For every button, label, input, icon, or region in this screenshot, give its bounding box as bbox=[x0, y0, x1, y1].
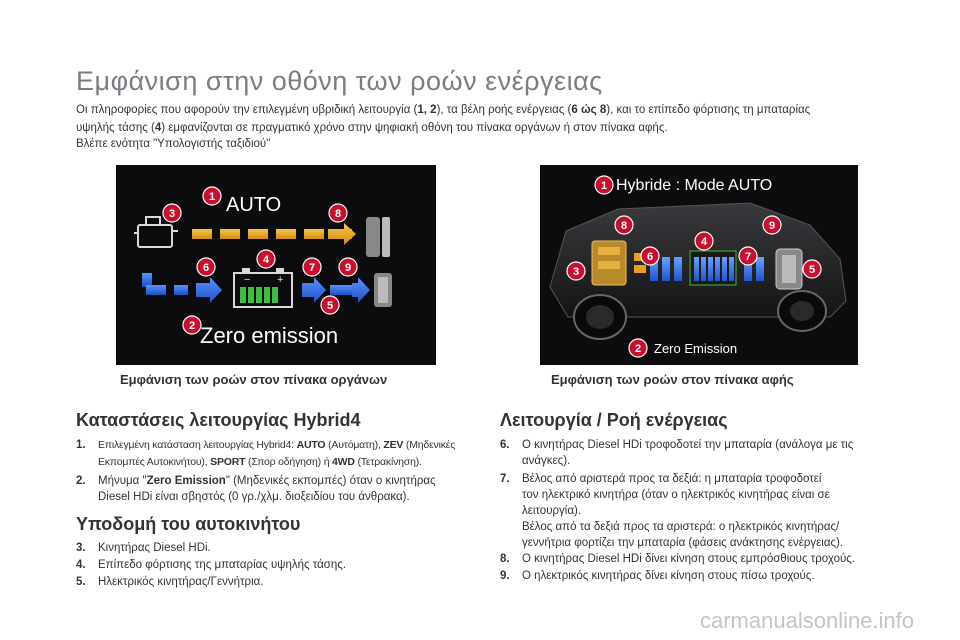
marker-1: 1 bbox=[202, 186, 222, 206]
svg-text:3: 3 bbox=[169, 208, 175, 220]
list-item: 3.Κινητήρας Diesel HDi. bbox=[76, 542, 211, 554]
marker-5: 5 bbox=[802, 259, 822, 279]
intro-line-3: Βλέπε ενότητα "Υπολογιστής ταξιδιού" bbox=[76, 138, 271, 150]
svg-text:+: + bbox=[277, 274, 283, 286]
list-item: 4.Επίπεδο φόρτισης της μπαταρίας υψηλής … bbox=[76, 559, 347, 571]
svg-text:5: 5 bbox=[327, 300, 333, 312]
marker-1: 1 bbox=[594, 175, 614, 195]
mode-label: AUTO bbox=[226, 194, 281, 216]
svg-text:6: 6 bbox=[203, 262, 209, 274]
svg-text:4: 4 bbox=[263, 254, 270, 266]
marker-2: 2 bbox=[182, 315, 202, 335]
svg-text:−: − bbox=[244, 274, 250, 286]
svg-text:9: 9 bbox=[345, 262, 351, 274]
touch-screen-caption: Εμφάνιση των ροών στον πίνακα αφής bbox=[551, 372, 794, 387]
electric-motor-icon bbox=[374, 273, 392, 307]
flow-arrow-6 bbox=[650, 257, 682, 281]
wheel-icon bbox=[366, 217, 390, 257]
marker-4: 4 bbox=[694, 231, 714, 251]
marker-6: 6 bbox=[196, 257, 216, 277]
battery-icon: − + bbox=[233, 268, 293, 308]
svg-text:7: 7 bbox=[309, 262, 315, 274]
flow-arrow-8 bbox=[328, 223, 356, 245]
zero-emission-label: Zero Emission bbox=[654, 341, 737, 356]
svg-text:1: 1 bbox=[209, 191, 215, 203]
battery-icon bbox=[689, 250, 737, 286]
touch-screen-diagram: Hybride : Mode AUTO Zero Emission 1 2 3 … bbox=[549, 175, 847, 358]
marker-7: 7 bbox=[302, 257, 322, 277]
marker-6: 6 bbox=[640, 246, 660, 266]
svg-text:8: 8 bbox=[621, 220, 627, 232]
marker-3: 3 bbox=[566, 261, 586, 281]
flow-arrow-7 bbox=[744, 257, 764, 281]
marker-4: 4 bbox=[256, 249, 276, 269]
svg-text:2: 2 bbox=[635, 343, 641, 355]
flow-list: 6. Ο κινητήρας Diesel HDi τροφοδοτεί την… bbox=[500, 437, 920, 587]
marker-9: 9 bbox=[762, 215, 782, 235]
engine-flow-bars bbox=[634, 253, 646, 273]
list-item: 2. Μήνυμα "Zero Emission" (Μηδενικές εκπ… bbox=[76, 475, 436, 503]
structure-list: 3.Κινητήρας Diesel HDi. 4.Επίπεδο φόρτισ… bbox=[76, 540, 476, 594]
engine-icon bbox=[134, 216, 178, 248]
intro-line-1: Οι πληροφορίες που αφορούν την επιλεγμέν… bbox=[76, 104, 811, 116]
section-heading-flow: Λειτουργία / Ροή ενέργειας bbox=[500, 410, 728, 430]
svg-text:9: 9 bbox=[769, 220, 775, 232]
svg-text:5: 5 bbox=[809, 264, 815, 276]
marker-8: 8 bbox=[614, 215, 634, 235]
list-item: 1. Επιλεγμένη κατάσταση λειτουργίας Hybr… bbox=[76, 439, 456, 468]
marker-9: 9 bbox=[338, 257, 358, 277]
flow-arrow-9 bbox=[330, 277, 370, 303]
list-item: 6. Ο κινητήρας Diesel HDi τροφοδοτεί την… bbox=[500, 439, 854, 467]
svg-text:6: 6 bbox=[647, 251, 653, 263]
mode-label: Hybride : Mode AUTO bbox=[616, 177, 772, 194]
instrument-panel-caption: Εμφάνιση των ροών στον πίνακα οργάνων bbox=[120, 372, 388, 387]
watermark: carmanualsonline.info bbox=[700, 608, 915, 633]
marker-2: 2 bbox=[628, 338, 648, 358]
svg-text:7: 7 bbox=[745, 251, 751, 263]
svg-text:1: 1 bbox=[601, 180, 607, 192]
list-item: 9. Ο ηλεκτρικός κινητήρας δίνει κίνηση σ… bbox=[500, 570, 815, 582]
marker-3: 3 bbox=[162, 203, 182, 223]
instrument-panel-display: − + AUTO Zero emission 1 2 3 4 5 bbox=[116, 165, 436, 365]
svg-text:8: 8 bbox=[335, 208, 341, 220]
flow-arrow-7 bbox=[302, 277, 326, 303]
page-title: Εμφάνιση στην οθόνη των ροών ενέργειας bbox=[76, 66, 603, 96]
svg-text:3: 3 bbox=[573, 266, 579, 278]
engine-icon bbox=[591, 240, 627, 286]
flow-arrow-6 bbox=[142, 273, 222, 303]
intro-line-2: υψηλής τάσης (4) εμφανίζονται σε πραγματ… bbox=[76, 122, 668, 134]
section-heading-modes: Καταστάσεις λειτουργίας Hybrid4 bbox=[76, 410, 361, 430]
svg-text:2: 2 bbox=[189, 320, 195, 332]
instrument-panel-diagram: − + AUTO Zero emission 1 2 3 4 5 bbox=[134, 186, 392, 348]
marker-5: 5 bbox=[320, 295, 340, 315]
list-item: 8. Ο κινητήρας Diesel HDi δίνει κίνηση σ… bbox=[500, 553, 856, 565]
list-item: 7. Βέλος από αριστερά προς τα δεξιά: η μ… bbox=[500, 473, 844, 549]
electric-motor-icon bbox=[775, 248, 803, 290]
marker-7: 7 bbox=[738, 246, 758, 266]
marker-8: 8 bbox=[328, 203, 348, 223]
list-item: 5.Ηλεκτρικός κινητήρας/Γεννήτρια. bbox=[76, 576, 264, 588]
zero-emission-label: Zero emission bbox=[200, 323, 338, 348]
svg-text:4: 4 bbox=[701, 236, 708, 248]
section-heading-structure: Υποδομή του αυτοκινήτου bbox=[76, 514, 301, 534]
touch-screen-display: Hybride : Mode AUTO Zero Emission 1 2 3 … bbox=[540, 165, 858, 365]
